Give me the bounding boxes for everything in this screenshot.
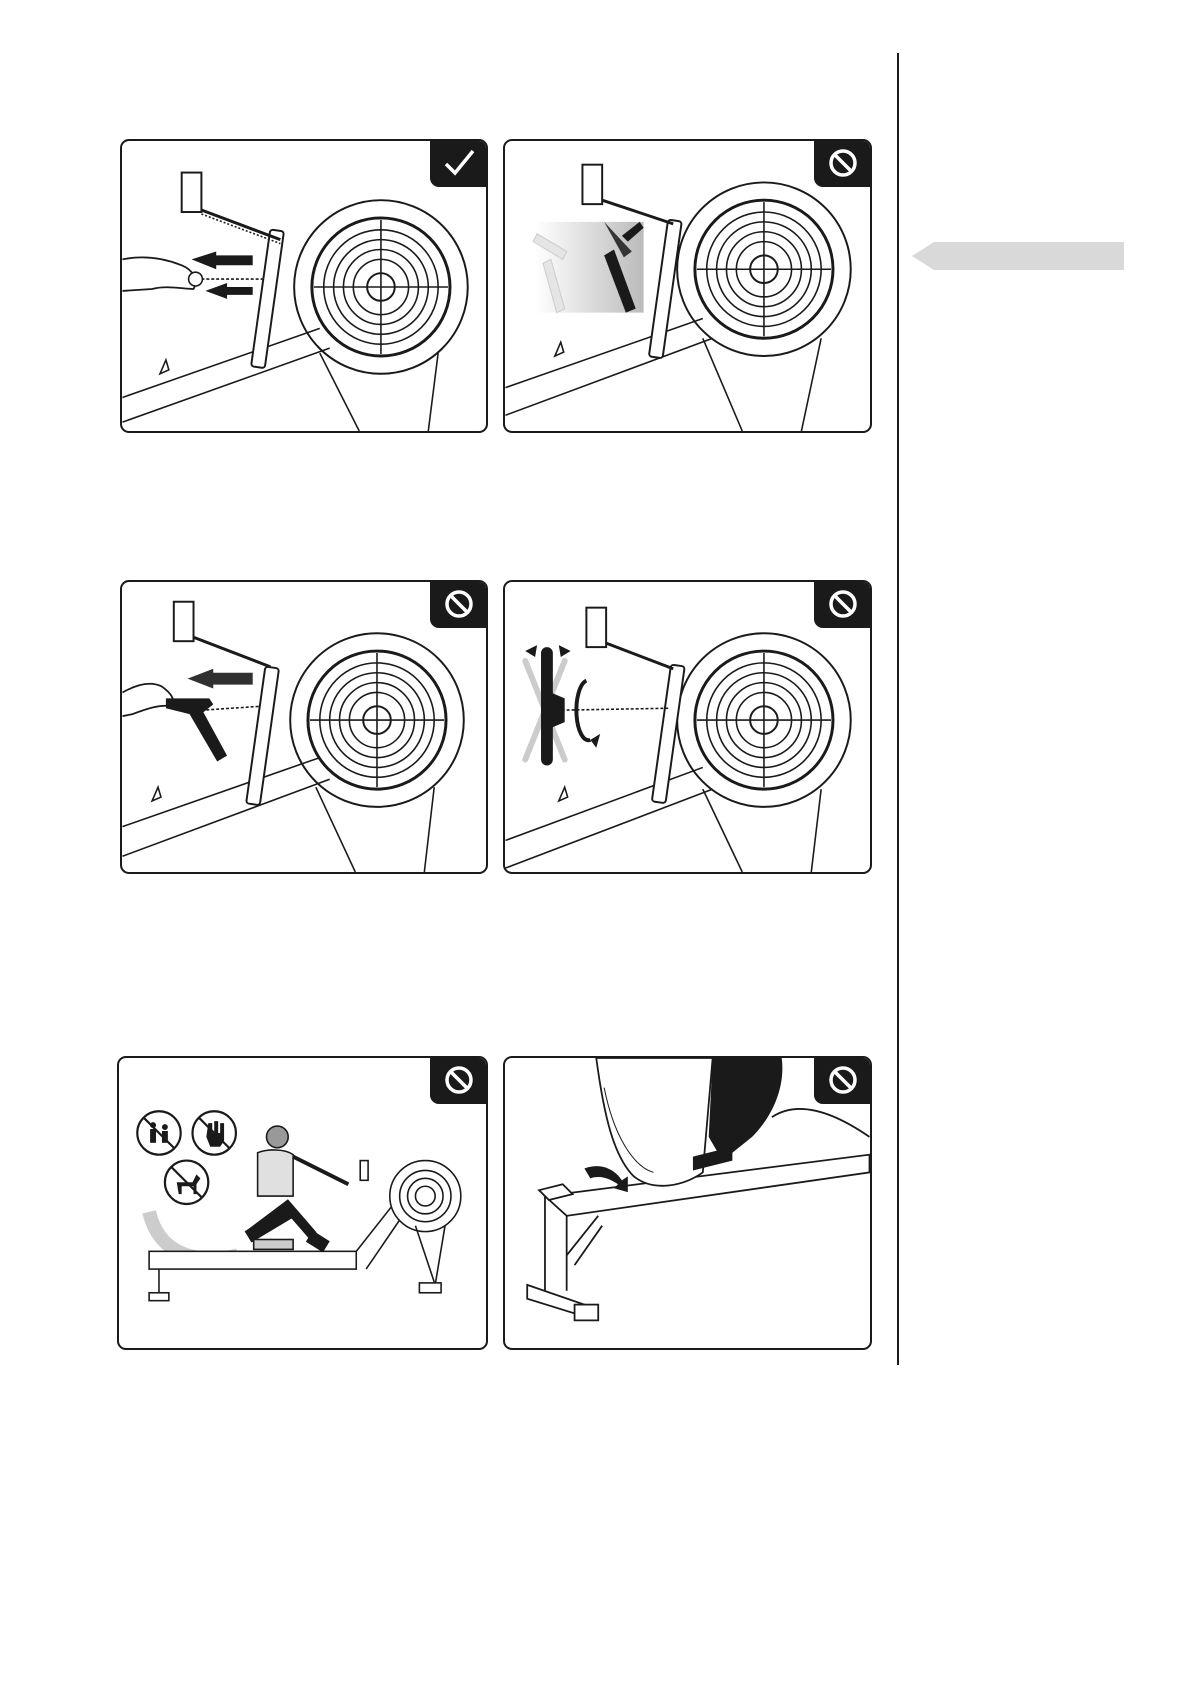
page-divider: [897, 53, 899, 1365]
status-badge: [814, 580, 872, 628]
prohibited-icon: [814, 139, 872, 187]
prohibited-icon: [430, 580, 488, 628]
status-badge: [430, 139, 488, 187]
illustration-panel-correct-pull: [120, 139, 488, 433]
status-badge: [814, 139, 872, 187]
prohibited-icon: [430, 1056, 488, 1104]
status-badge: [430, 1056, 488, 1104]
status-badge: [814, 1056, 872, 1104]
illustration-panel-foot-under-rail: [503, 1056, 872, 1350]
prohibited-icon: [814, 580, 872, 628]
section-tab-arrow: [912, 242, 1124, 270]
illustration-panel-handle-twist: [503, 580, 872, 874]
check-icon: [430, 139, 488, 187]
prohibited-icon: [814, 1056, 872, 1104]
status-badge: [430, 580, 488, 628]
illustration-panel-angled-pull: [120, 580, 488, 874]
illustration-panel-handle-swing: [503, 139, 872, 433]
illustration-panel-keep-clear: [117, 1056, 488, 1350]
